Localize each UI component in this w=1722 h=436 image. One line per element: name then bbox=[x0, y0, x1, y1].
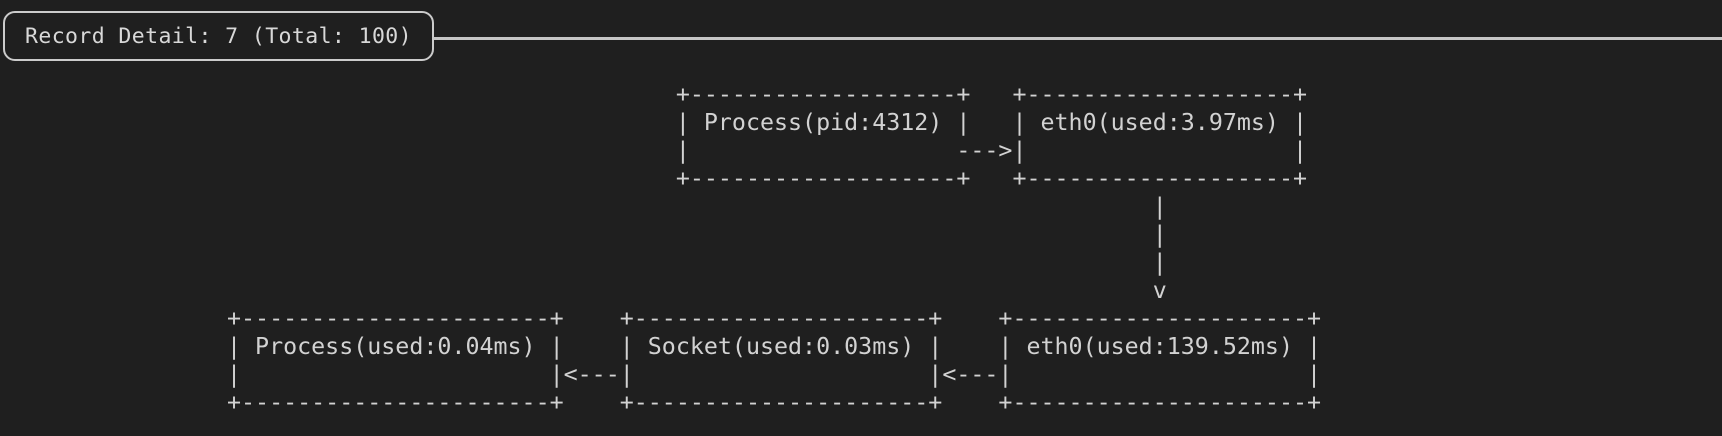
diagram-line-down-arrowhead: v bbox=[227, 277, 1167, 304]
diagram-line-bottom-border-bottom-boxes: +----------------------+ +--------------… bbox=[227, 389, 1322, 416]
diagram-line-bottom-border-top-boxes: +-------------------+ +-----------------… bbox=[227, 165, 1307, 192]
diagram-line-vertical-connector-2: | bbox=[227, 221, 1167, 248]
diagram-line-top-border-bottom-boxes: +----------------------+ +--------------… bbox=[227, 305, 1322, 332]
diagram-line-vertical-connector-3: | bbox=[227, 249, 1167, 276]
diagram-line-top-box-labels: | Process(pid:4312) | | eth0(used:3.97ms… bbox=[227, 109, 1307, 136]
panel-divider-line bbox=[427, 37, 1722, 40]
diagram-line-left-arrows: | |<---| |<---| | bbox=[227, 361, 1322, 388]
diagram-line-bottom-box-labels: | Process(used:0.04ms) | | Socket(used:0… bbox=[227, 333, 1322, 360]
record-detail-title: Record Detail: 7 (Total: 100) bbox=[25, 23, 412, 49]
diagram-line-right-arrow: | --->| | bbox=[227, 137, 1307, 164]
ascii-flow-diagram: +-------------------+ +-----------------… bbox=[227, 81, 1321, 417]
diagram-line-top-border-top-boxes: +-------------------+ +-----------------… bbox=[227, 81, 1307, 108]
diagram-line-vertical-connector-1: | bbox=[227, 193, 1167, 220]
record-detail-title-tab: Record Detail: 7 (Total: 100) bbox=[3, 11, 434, 61]
